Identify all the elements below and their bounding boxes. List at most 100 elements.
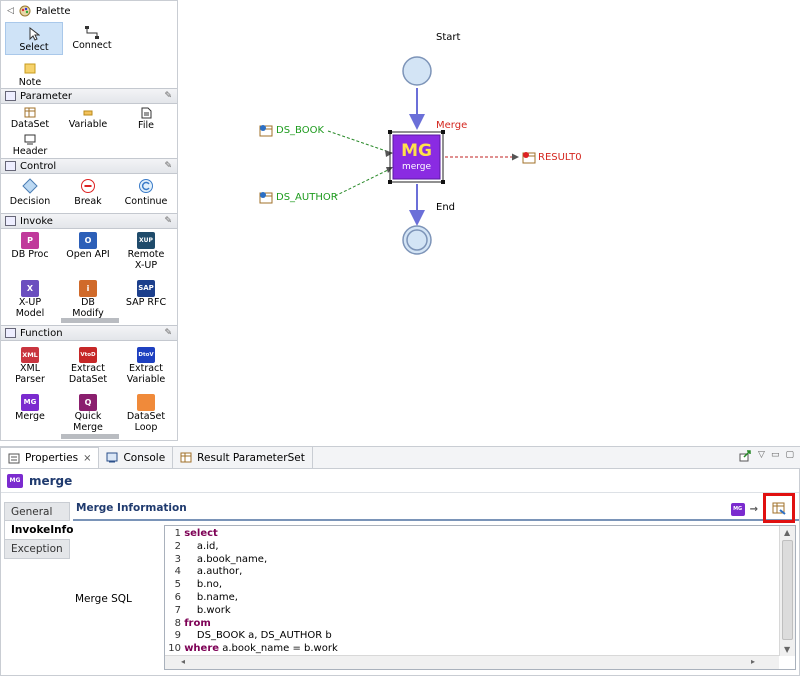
tool-xup-model[interactable]: X X-UP Model: [1, 277, 59, 321]
tab-label: Result ParameterSet: [197, 451, 305, 464]
vertical-scrollbar[interactable]: ▲ ▼: [779, 526, 795, 656]
tab-exception[interactable]: Exception: [4, 540, 70, 559]
sql-line: 6 b.name,: [165, 592, 779, 605]
sql-line: 3 a.book_name,: [165, 554, 779, 567]
view-toolbar: ▽ ▭ ▢: [739, 450, 794, 462]
scroll-left-icon[interactable]: ◂: [181, 657, 186, 666]
tool-connect[interactable]: Connect: [63, 21, 121, 54]
db-proc-icon: P: [21, 232, 39, 249]
close-icon[interactable]: ⨯: [83, 452, 92, 464]
tab-general[interactable]: General: [4, 502, 70, 521]
tab-console[interactable]: Console: [99, 447, 174, 468]
tool-remote-xup[interactable]: XUP Remote X-UP: [117, 229, 175, 273]
drawer-label: Parameter: [20, 90, 73, 102]
flow-canvas[interactable]: Start Merge MG merge DS_BOOK DS_AUTHOR R…: [180, 0, 800, 441]
tab-invokeinfo[interactable]: InvokeInfo: [4, 521, 73, 540]
drawer-parameter[interactable]: Parameter ✎: [1, 88, 177, 104]
scroll-thumb[interactable]: [782, 540, 793, 640]
drawer-function[interactable]: Function ✎: [1, 325, 177, 341]
pin-icon[interactable]: ✎: [164, 216, 172, 226]
tool-db-proc[interactable]: P DB Proc: [1, 229, 59, 273]
start-node[interactable]: [402, 56, 432, 86]
merge-preview-icon[interactable]: MG: [730, 502, 745, 516]
view-menu-icon[interactable]: ▽: [758, 450, 765, 460]
tool-continue[interactable]: Continue: [117, 174, 175, 209]
ds-author-label[interactable]: DS_AUTHOR: [276, 192, 338, 203]
ds-book-label[interactable]: DS_BOOK: [276, 125, 325, 136]
line-number: 9: [174, 630, 181, 642]
sql-editor-icon[interactable]: [772, 502, 786, 515]
tool-file[interactable]: File: [117, 104, 175, 131]
sql-text: a.author,: [184, 566, 243, 578]
merge-node-text: MG merge: [393, 135, 440, 179]
merge-node-title: MG: [401, 141, 432, 161]
tool-extract-dataset[interactable]: VtoD Extract DataSet: [59, 341, 117, 385]
export-icon[interactable]: [739, 450, 752, 462]
sql-line: 2 a.id,: [165, 541, 779, 554]
result0-label[interactable]: RESULT0: [538, 152, 582, 163]
drawer-scroll-indicator[interactable]: [61, 318, 119, 323]
merge-node-selection[interactable]: [389, 131, 444, 183]
decision-icon: [22, 178, 38, 194]
tool-merge[interactable]: MG Merge: [1, 391, 59, 435]
merge-node[interactable]: [392, 134, 441, 180]
drawer-control[interactable]: Control ✎: [1, 158, 177, 174]
tool-break[interactable]: Break: [59, 174, 117, 209]
tool-decision[interactable]: Decision: [1, 174, 59, 209]
tool-sap-rfc[interactable]: SAP SAP RFC: [117, 277, 175, 321]
pin-icon[interactable]: ✎: [164, 91, 172, 101]
bottom-tab-bar: Properties ⨯ Console Result ParameterSet…: [0, 446, 800, 468]
end-label: End: [436, 202, 456, 213]
palette-header[interactable]: ◁ Palette: [1, 1, 177, 21]
tool-label: DataSet: [10, 119, 50, 130]
tool-label: Extract Variable: [126, 363, 166, 385]
horizontal-scrollbar[interactable]: ◂ ▸: [165, 655, 779, 669]
palette-panel: ◁ Palette Select Connect Note Parameter …: [0, 0, 178, 441]
tool-quick-merge[interactable]: Q Quick Merge: [59, 391, 117, 435]
merge-node-subtitle: merge: [401, 162, 432, 172]
maximize-icon[interactable]: ▢: [785, 450, 794, 460]
tool-xml-parser[interactable]: XML XML Parser: [1, 341, 59, 385]
tool-extract-variable[interactable]: DtoV Extract Variable: [117, 341, 175, 385]
tool-label: Decision: [9, 196, 51, 207]
tool-header[interactable]: Header: [1, 131, 59, 157]
sql-line: 9 DS_BOOK a, DS_AUTHOR b: [165, 630, 779, 643]
tool-note[interactable]: Note: [1, 55, 59, 88]
tool-label: Variable: [68, 119, 108, 130]
tab-properties[interactable]: Properties ⨯: [0, 447, 100, 468]
connect-icon: [85, 25, 99, 39]
scroll-up-icon[interactable]: ▲: [784, 528, 791, 537]
tool-select[interactable]: Select: [5, 22, 63, 55]
ds-book-connector[interactable]: [327, 130, 393, 154]
minimize-icon[interactable]: ▭: [770, 450, 780, 460]
scroll-right-icon[interactable]: ▸: [750, 657, 755, 666]
tool-db-modify[interactable]: i DB Modify: [59, 277, 117, 321]
sql-line: 7 b.work: [165, 605, 779, 618]
tool-dataset[interactable]: DataSet: [1, 104, 59, 130]
drawer-invoke[interactable]: Invoke ✎: [1, 213, 177, 229]
drawer-icon: [5, 161, 16, 171]
pin-icon[interactable]: ✎: [164, 328, 172, 338]
sql-keyword: where: [184, 643, 220, 655]
line-number: 1: [174, 528, 181, 539]
ds-author-connector[interactable]: [334, 167, 393, 197]
drawer-scroll-indicator[interactable]: [61, 434, 119, 439]
tool-label: Connect: [72, 40, 112, 51]
drawer-label: Control: [20, 160, 57, 172]
tab-result-parameterset[interactable]: Result ParameterSet: [173, 447, 313, 468]
quick-merge-icon: Q: [79, 394, 97, 411]
scroll-down-icon[interactable]: ▼: [784, 645, 791, 654]
line-number: 10: [168, 643, 181, 655]
sql-line: 8 from: [165, 618, 779, 631]
tool-dataset-loop[interactable]: DataSet Loop: [117, 391, 175, 435]
tool-open-api[interactable]: O Open API: [59, 229, 117, 273]
line-number: 5: [174, 579, 181, 591]
line-number: 3: [174, 553, 181, 565]
tool-variable[interactable]: Variable: [59, 104, 117, 130]
tool-label: DataSet Loop: [126, 411, 166, 433]
collapse-arrow-icon[interactable]: ◁: [7, 6, 14, 16]
pin-icon[interactable]: ✎: [164, 161, 172, 171]
tool-label: Note: [18, 77, 42, 88]
